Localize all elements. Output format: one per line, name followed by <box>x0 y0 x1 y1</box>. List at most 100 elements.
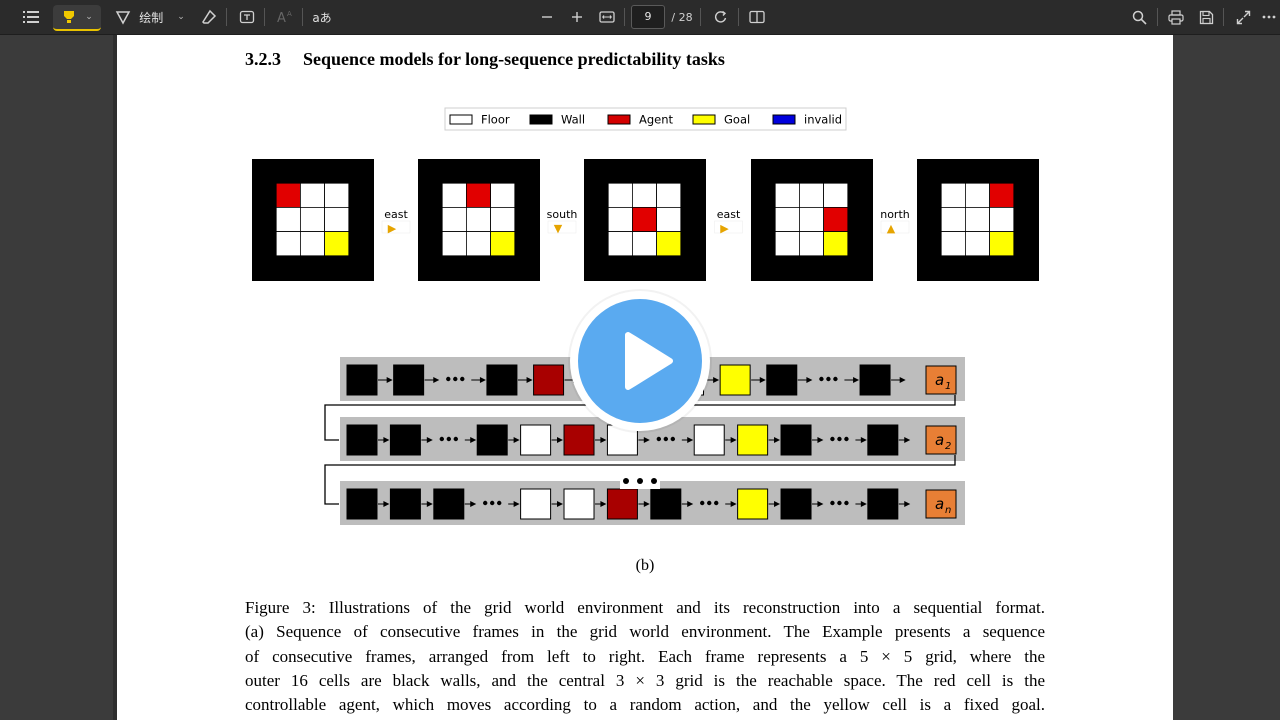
arrow-head <box>687 437 694 443</box>
token-cell <box>563 488 595 520</box>
arrow-head <box>383 501 390 507</box>
action-token <box>925 425 957 455</box>
ellipsis-dot <box>830 436 835 442</box>
arrow-head <box>730 437 737 443</box>
arrow-head <box>557 437 564 443</box>
draw-button[interactable]: 绘制 ⌄ <box>114 5 186 29</box>
token-cell <box>859 364 891 396</box>
grid-cell <box>607 231 633 257</box>
page-view-icon[interactable] <box>744 5 770 29</box>
legend-label: Goal <box>724 113 750 127</box>
grid-cell <box>299 231 325 257</box>
ellipsis-dot <box>446 436 452 442</box>
legend-swatch <box>692 114 716 125</box>
rotate-icon[interactable] <box>708 5 734 29</box>
ellipsis-dot <box>670 436 676 442</box>
section-title: Sequence models for long-sequence predic… <box>303 49 725 69</box>
play-button-face <box>578 299 702 423</box>
grid-frame <box>751 159 873 281</box>
ellipsis-dot <box>707 500 712 506</box>
arrow-head <box>470 437 477 443</box>
arrow-head <box>526 377 533 383</box>
ellipsis-dot <box>844 436 849 442</box>
action-label: north <box>880 208 910 221</box>
token-cell <box>867 424 899 456</box>
row-ellipsis-dot <box>637 478 643 484</box>
highlight-button[interactable]: ⌄ <box>53 5 101 31</box>
play-icon <box>625 332 673 390</box>
play-button[interactable] <box>570 291 710 431</box>
expand-icon[interactable] <box>1230 5 1256 29</box>
fit-page-icon[interactable] <box>594 5 620 29</box>
arrow-head <box>470 501 477 507</box>
token-cell <box>476 424 508 456</box>
arrow-head <box>643 437 650 443</box>
more-options-icon[interactable] <box>1256 5 1280 29</box>
arrow-head <box>713 377 720 383</box>
token-cell <box>563 424 595 456</box>
grid-cell <box>607 182 633 208</box>
token-cell <box>693 424 725 456</box>
ellipsis-dot <box>833 376 838 382</box>
caption-line: controllable agent, which moves accordin… <box>245 695 1045 715</box>
search-icon[interactable] <box>1126 5 1152 29</box>
grid-cell <box>940 231 966 257</box>
action-label: east <box>717 208 741 221</box>
grid-cell <box>607 206 633 232</box>
save-icon[interactable] <box>1193 5 1219 29</box>
figure-caption: Figure 3: Illustrations of the grid worl… <box>245 596 1045 717</box>
token-cell <box>780 424 812 456</box>
token-cell <box>346 364 378 396</box>
toolbar-divider <box>700 8 701 26</box>
svg-text:A: A <box>287 10 292 18</box>
ellipsis-dot <box>446 376 451 382</box>
print-icon[interactable] <box>1163 5 1189 29</box>
token-cell <box>346 488 378 520</box>
ellipsis-dot <box>453 436 459 442</box>
ellipsis-dot <box>460 376 465 382</box>
contents-icon[interactable] <box>18 5 44 29</box>
page-number-input[interactable]: 9 <box>631 5 665 29</box>
action-token-label: a <box>935 431 944 449</box>
eraser-icon[interactable] <box>196 5 222 29</box>
action-token-label: a <box>935 495 944 513</box>
action-box <box>547 220 577 234</box>
action-label: east <box>384 208 408 221</box>
ellipsis-dot <box>663 436 669 442</box>
token-cell <box>606 488 638 520</box>
arrow-head <box>817 501 824 507</box>
grid-cell <box>275 206 301 232</box>
action-token-subscript: n <box>945 505 951 516</box>
grid-cell <box>799 231 825 257</box>
token-cell <box>719 364 751 396</box>
zoom-out-icon[interactable] <box>534 5 560 29</box>
read-aloud-button[interactable]: aあ <box>308 5 336 29</box>
row-connector <box>324 455 956 505</box>
frame-sequence: east▶south▼east▶north▲ <box>252 159 1039 281</box>
grid-cell <box>465 231 491 257</box>
grid-cell <box>965 206 991 232</box>
arrow-head <box>759 377 766 383</box>
caption-line: outer 16 cells are black walls, and the … <box>245 670 1045 690</box>
grid-cell <box>441 231 467 257</box>
toolbar-divider <box>1223 8 1224 26</box>
ellipsis-dot <box>819 376 824 382</box>
grid-cell <box>823 231 849 257</box>
ellipsis-dot <box>656 436 662 442</box>
draw-icon <box>115 11 131 25</box>
grid-cell <box>799 182 825 208</box>
text-box-icon[interactable] <box>234 5 260 29</box>
zoom-in-icon[interactable] <box>564 5 590 29</box>
arrow-head <box>600 437 607 443</box>
action-arrow-icon: ▶ <box>720 222 729 235</box>
arrow-head <box>426 437 433 443</box>
action-token-subscript: 2 <box>945 441 951 452</box>
arrow-head <box>687 501 694 507</box>
grid-cell <box>275 231 301 257</box>
legend-label: Wall <box>561 113 585 127</box>
grid-cell <box>275 182 301 208</box>
toolbar-divider <box>302 8 303 26</box>
ellipsis-dot <box>490 500 495 506</box>
